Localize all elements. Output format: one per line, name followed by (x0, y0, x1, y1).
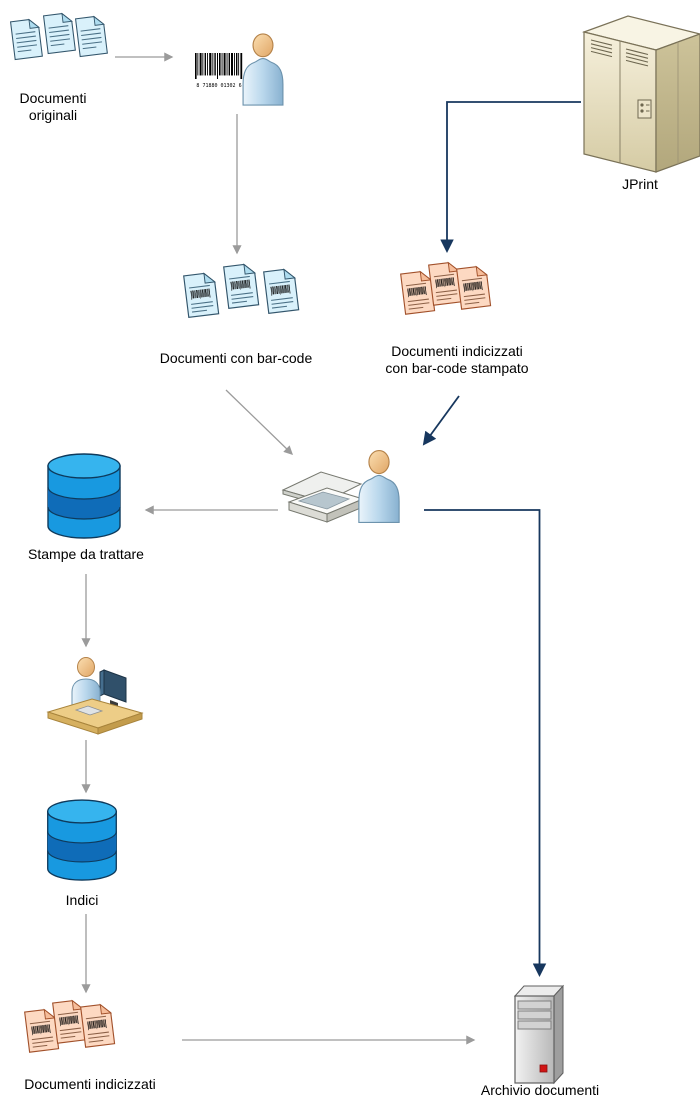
documenti-con-barcode-node (176, 260, 316, 351)
stampe-database-icon (47, 453, 121, 539)
indici-label: Indici (65, 892, 99, 908)
documenti-indicizzati-node (20, 996, 120, 1081)
document-barcode-icon (264, 268, 299, 313)
document-icon (75, 14, 108, 58)
indexed-documents-icon (20, 996, 120, 1076)
archivio-server-icon (514, 985, 564, 1084)
scanner-icon (282, 471, 364, 523)
documenti-indicizzati-label: Documenti indicizzati (24, 1076, 156, 1092)
barcoded-documents-orange-icon (396, 258, 496, 344)
documenti-indicizzati-stampato-node (396, 258, 496, 349)
barcode-digits: 8 71880 01302 6 (196, 83, 241, 89)
document-barcode-icon (224, 263, 259, 308)
barcoded-documents-blue-icon (176, 260, 316, 346)
documenti-con-barcode-label: Documenti con bar-code (159, 350, 313, 366)
documenti-originali-node (6, 8, 110, 75)
arrow-docs-stampati-to-scanner (422, 395, 460, 446)
document-barcode-icon (429, 262, 463, 306)
stampe-da-trattare-label: Stampe da trattare (28, 546, 144, 562)
indici-database-icon (47, 799, 117, 881)
arrow-scanner-to-archivio (424, 509, 547, 978)
archivio-documenti-label: Archivio documenti (480, 1082, 600, 1098)
document-barcode-icon (457, 266, 491, 310)
document-barcode-icon (81, 1004, 115, 1048)
jprint-server-icon (583, 15, 700, 173)
indexing-operator-icon (47, 657, 143, 735)
documenti-originali-label: Documenti originali (19, 90, 87, 124)
scanning-person-icon (358, 449, 400, 523)
arrow-docs-barcode-to-scanner (225, 389, 293, 455)
document-icon (10, 17, 43, 61)
barcode-icon: 8 71880 01302 6 (192, 50, 246, 92)
labeling-person-icon (242, 33, 284, 106)
document-barcode-icon (53, 1000, 87, 1044)
jprint-label: JPrint (622, 176, 658, 192)
document-barcode-icon (25, 1009, 59, 1053)
arrow-jprint-to-docs-stampati (440, 101, 581, 254)
documenti-indicizzati-stampato-label: Documenti indicizzati con bar-code stamp… (385, 343, 529, 377)
document-barcode-icon (401, 271, 435, 315)
document-barcode-icon (184, 272, 219, 317)
document-icon (43, 11, 76, 55)
documents-stack-icon (10, 11, 108, 61)
